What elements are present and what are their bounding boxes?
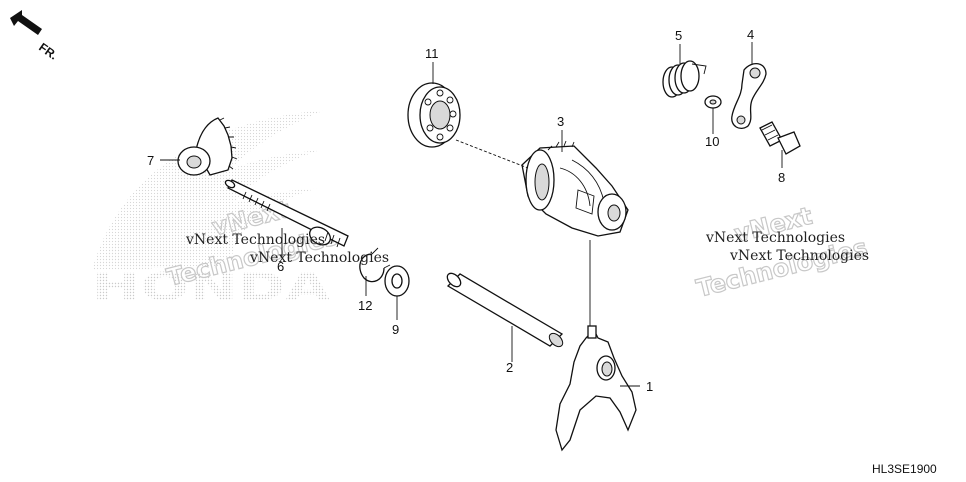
company-watermark-right: vNext Technologies [693, 201, 871, 303]
part-12-snap-ring [359, 247, 391, 283]
part-3-shift-drum [521, 140, 629, 237]
callout-part-6: 6 [277, 259, 284, 274]
part-7-gear-segment [177, 117, 238, 176]
callout-part-12: 12 [358, 298, 372, 313]
callout-part-3: 3 [557, 114, 564, 129]
part-6-gearshift-spindle [224, 179, 349, 248]
brand-watermark: HONDA [92, 110, 331, 309]
part-11-bearing [407, 82, 461, 148]
watermark-text-right-2: vNext Technologies [729, 248, 869, 264]
callout-part-8: 8 [778, 170, 785, 185]
front-label: FR. [36, 40, 60, 63]
callout-part-10: 10 [705, 134, 719, 149]
watermark-text-right-1: vNext Technologies [705, 230, 845, 246]
brand-wordmark: HONDA [92, 265, 331, 309]
part-9-washer [384, 265, 410, 297]
watermark-text-left-1: vNext Technologies [185, 232, 325, 248]
front-direction-indicator: FR. [10, 10, 60, 63]
part-2-fork-shaft [446, 272, 564, 348]
callout-part-4: 4 [747, 27, 754, 42]
callout-part-2: 2 [506, 360, 513, 375]
leader-lines [160, 42, 783, 387]
callout-part-9: 9 [392, 322, 399, 337]
callout-part-5: 5 [675, 28, 682, 43]
watermark-text-left-2: vNext Technologies [249, 250, 389, 266]
part-4-stopper-arm [731, 63, 767, 130]
brand-wing-logo [92, 110, 325, 270]
front-arrow-icon [10, 10, 42, 35]
diagram-code: HL3SE1900 [872, 462, 937, 476]
callout-part-1: 1 [646, 379, 653, 394]
part-1-shift-fork [555, 325, 637, 452]
callout-part-11: 11 [425, 46, 439, 61]
callout-part-7: 7 [147, 153, 154, 168]
part-callouts: 1 2 3 4 5 6 7 8 9 10 11 12 [147, 27, 785, 394]
part-10-washer [704, 95, 722, 109]
part-5-spring [662, 60, 707, 98]
part-8-bolt [759, 121, 801, 155]
